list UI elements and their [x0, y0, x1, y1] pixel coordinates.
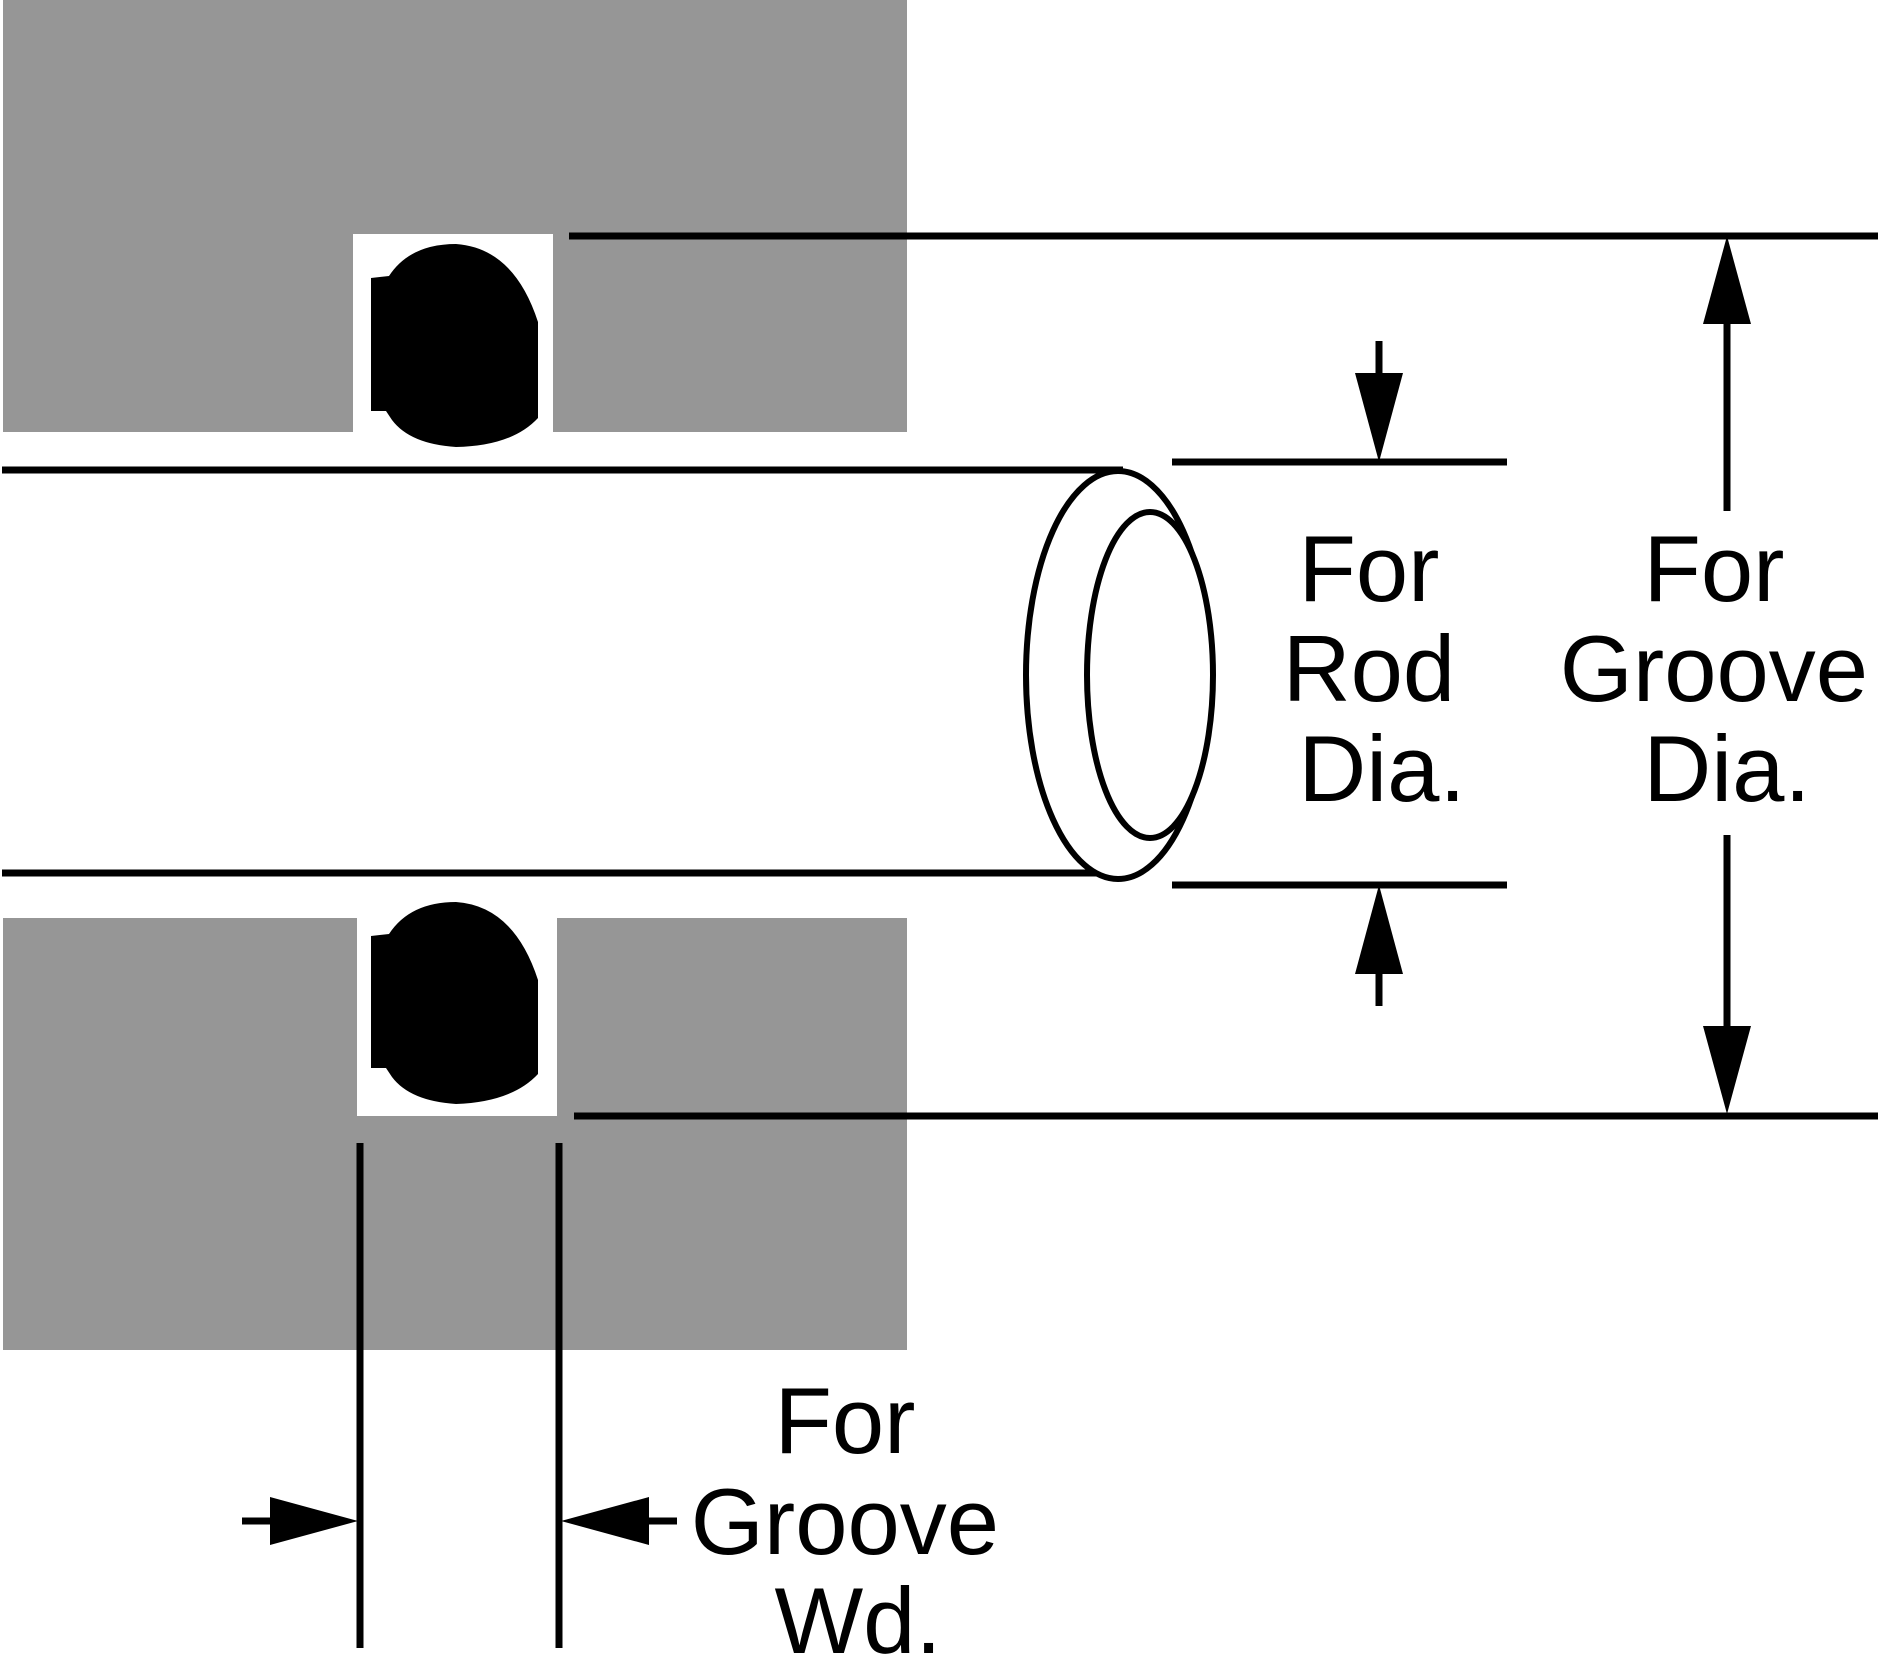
rod-dia-label-line-3: Dia. — [1298, 716, 1465, 821]
lower-housing-right-block — [557, 918, 907, 1350]
groove-wd-label: For Groove Wd. — [691, 1368, 1025, 1657]
upper-seal-profile — [371, 244, 538, 447]
upper-housing-right-block — [553, 0, 907, 432]
lower-seal-profile — [371, 902, 538, 1104]
rod-end-inner-ellipse — [1084, 509, 1216, 841]
lower-housing-left-block — [3, 918, 357, 1350]
groove-dia-label: For Groove Dia. — [1560, 516, 1886, 821]
groove-dia-label-line-2: Groove — [1560, 616, 1868, 721]
rod-dia-label-line-1: For — [1298, 516, 1439, 621]
rod-dia-label: For Rod Dia. — [1283, 516, 1482, 821]
rod-dia-bottom-arrowhead — [1355, 885, 1403, 974]
rod-dia-label-line-2: Rod — [1283, 616, 1455, 721]
lower-housing-groove-back — [357, 1116, 557, 1350]
groove-dia-label-line-3: Dia. — [1643, 716, 1810, 821]
groove-wd-label-line-3: Wd. — [774, 1568, 941, 1657]
groove-wd-right-arrowhead — [561, 1497, 649, 1545]
upper-housing — [3, 0, 907, 432]
groove-dia-bottom-arrowhead — [1703, 1026, 1751, 1114]
upper-housing-left-block — [3, 0, 353, 432]
upper-housing-groove-back — [353, 0, 553, 234]
lower-housing — [3, 918, 907, 1350]
groove-wd-label-line-2: Groove — [691, 1469, 999, 1574]
groove-wd-label-line-1: For — [774, 1368, 915, 1473]
rod-dia-top-arrowhead — [1355, 373, 1403, 462]
groove-dia-label-line-1: For — [1643, 516, 1784, 621]
groove-dia-top-arrowhead — [1703, 236, 1751, 324]
groove-wd-left-arrowhead — [270, 1497, 358, 1545]
